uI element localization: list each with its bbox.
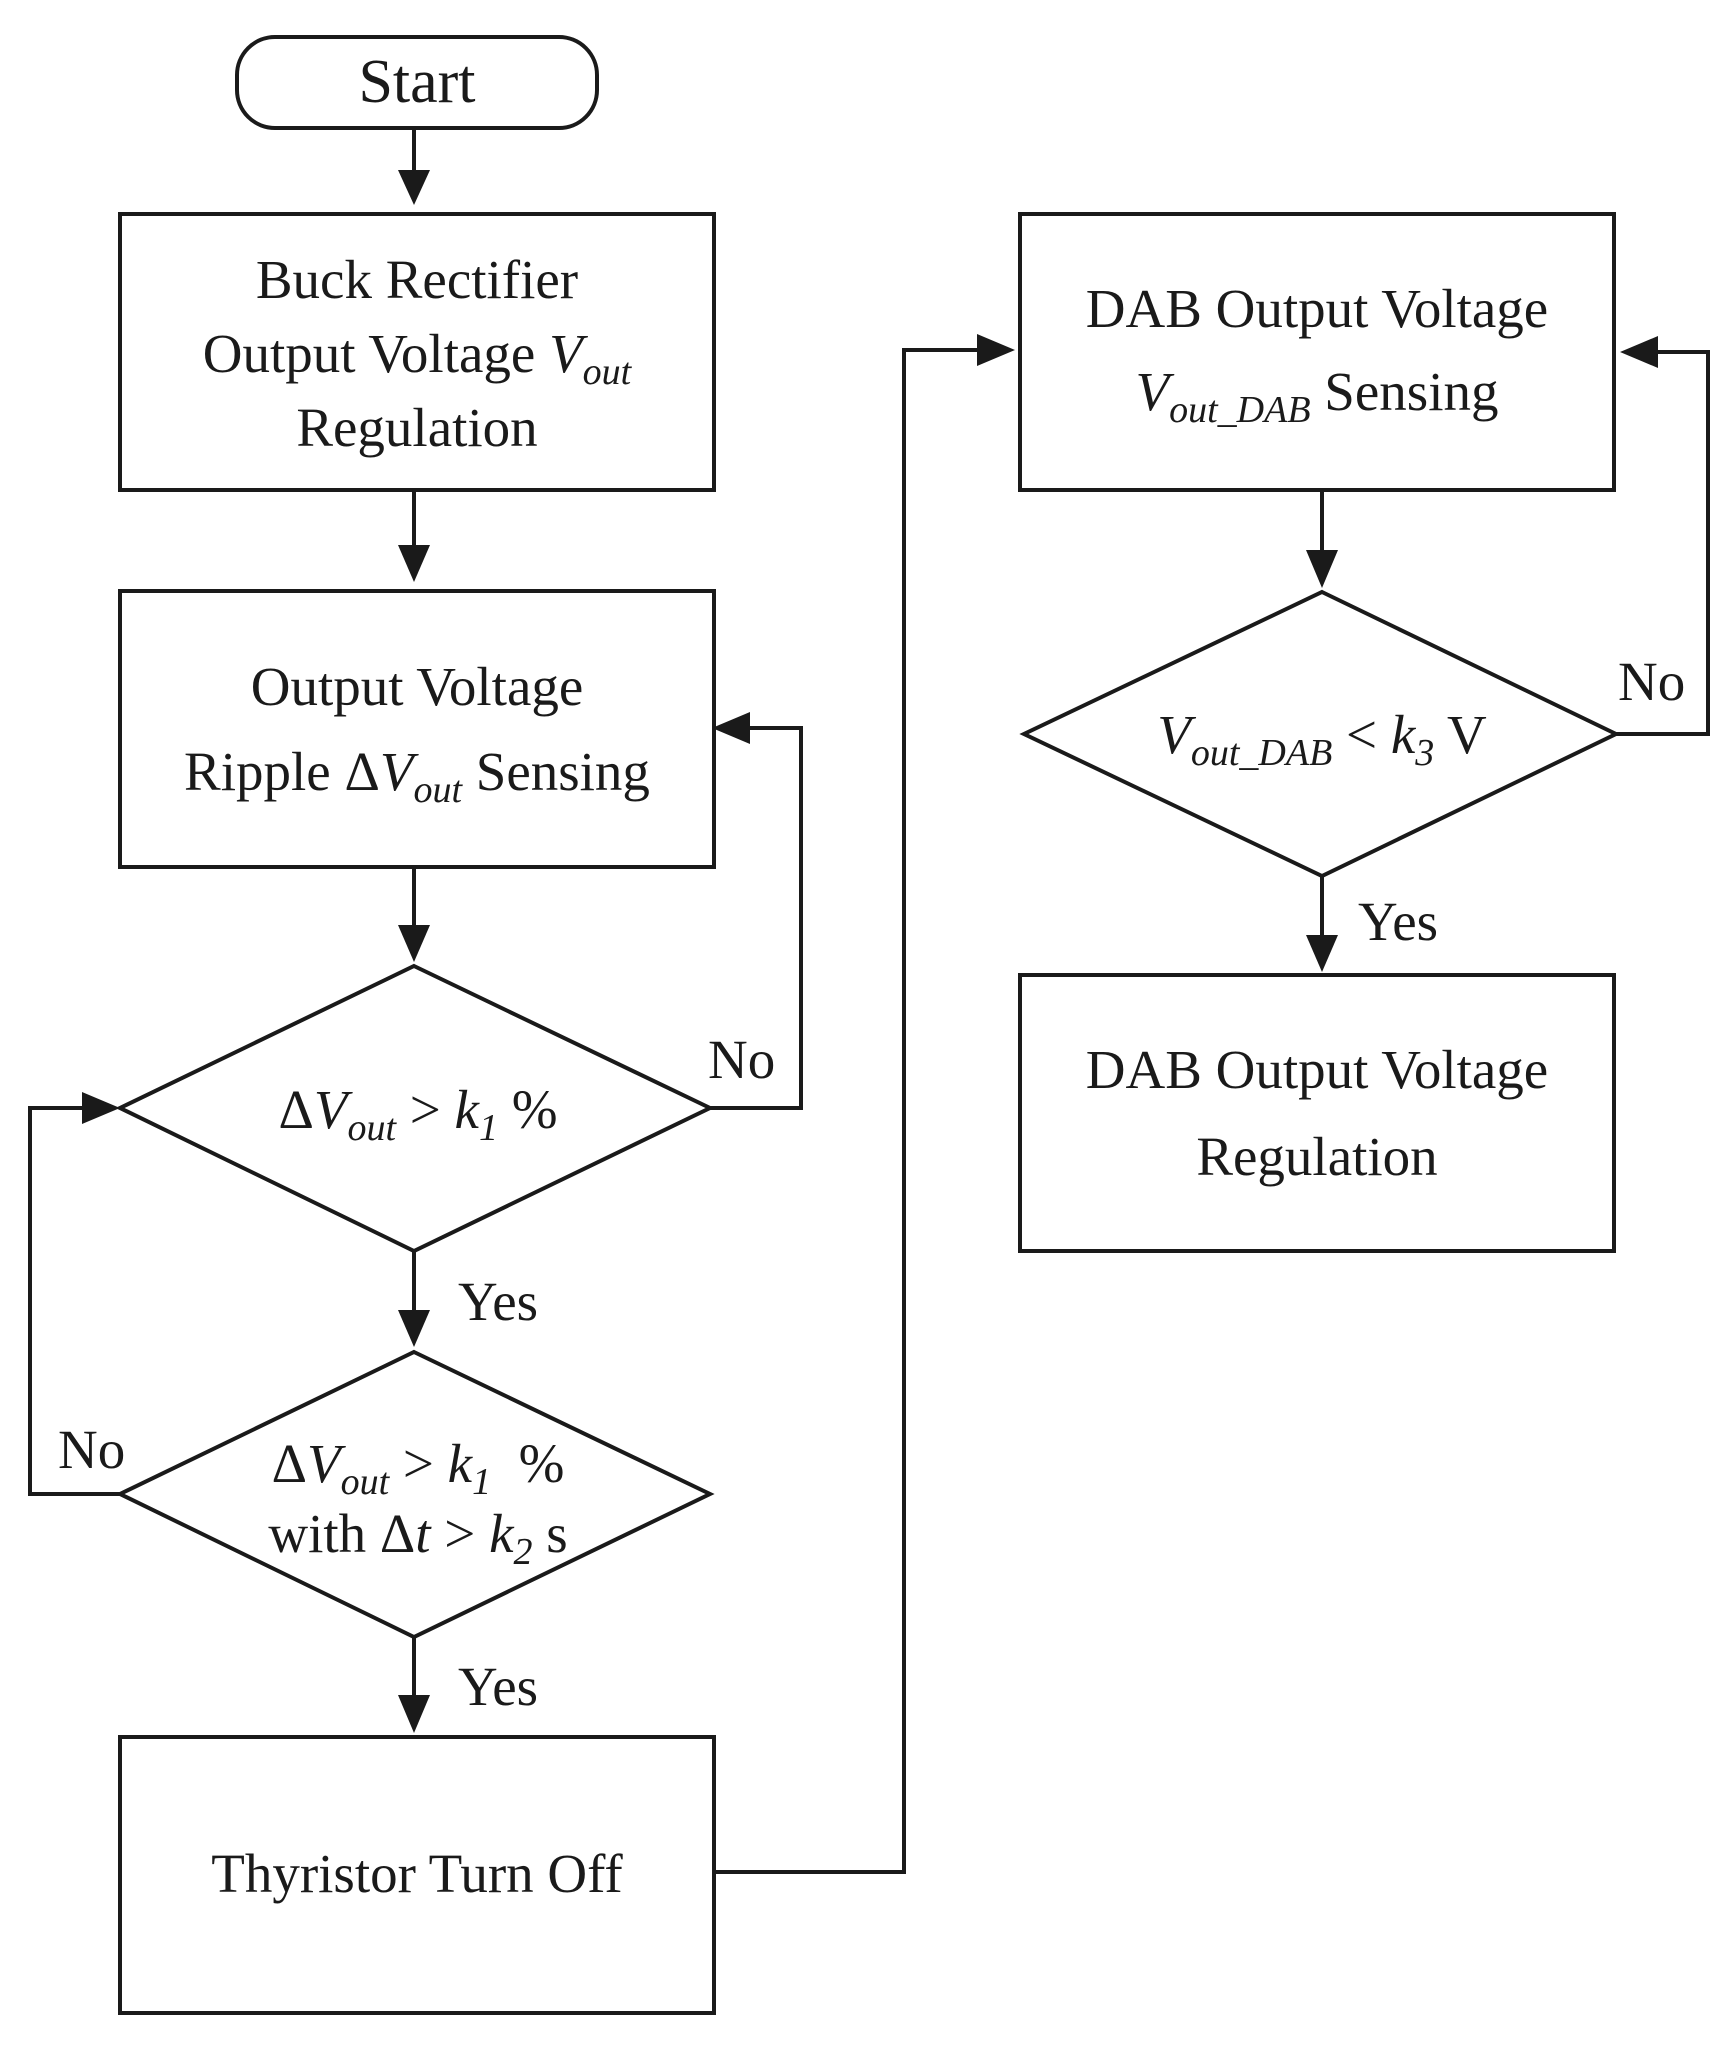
decision-ripple-time-no-label: No [58,1419,125,1480]
ripple-sensing-shape [118,589,716,869]
dab-regulation-shape [1018,973,1616,1253]
decision-ripple-k: k [455,1079,481,1140]
ripple-sensing-line2-var: V [380,741,419,802]
arrowhead-buck-to-ripple [398,545,430,582]
arrowhead-start-to-buck [398,170,430,205]
start-shape [235,35,599,130]
decision-ripple-no-label: No [708,1029,775,1090]
edge-thyristor-to-dab [714,348,985,1874]
thyristor-off-process: Thyristor Turn Off [118,1735,716,2015]
arrowhead-ripple-to-decision1 [398,925,430,962]
decision-dab-op: < [1332,704,1391,765]
decision-ripple-time-line1-delta: Δ [272,1433,307,1494]
ripple-sensing-line2: Ripple ΔVout Sensing [184,741,650,811]
decision-ripple-yes-label: Yes [458,1271,538,1332]
buck-rectifier-line2-prefix: Output Voltage [203,323,549,384]
ripple-sensing-line1: Output Voltage [251,656,584,717]
decision-ripple-time-yes-label: Yes [458,1656,538,1717]
decision-ripple: ΔVout > k1 % [115,963,715,1254]
decision-ripple-time-line1-k-sub: 1 [472,1461,491,1503]
arrowhead-decision1-yes [398,1310,430,1347]
ripple-sensing-line2-sub: out [413,769,463,811]
decision-ripple-sub: out [347,1107,397,1149]
decision-ripple-time-line2-op: > [431,1503,490,1564]
arrowhead-decision2-yes [398,1695,430,1733]
dab-sensing-line2-sub: out_DAB [1169,389,1310,431]
decision-ripple-time-line1: ΔVout > k1 % [272,1433,565,1503]
arrowhead-decision1-no [712,712,750,744]
decision-ripple-time-line2-k-sub: 2 [513,1531,532,1573]
buck-rectifier-line1: Buck Rectifier [256,249,578,310]
thyristor-off-label: Thyristor Turn Off [211,1843,623,1904]
ripple-sensing-line2-prefix: Ripple Δ [184,741,380,802]
arrowhead-decision3-no [1620,336,1658,368]
buck-rectifier-line3: Regulation [296,397,537,458]
ripple-sensing-line2-suffix: Sensing [462,741,650,802]
buck-rectifier-line2: Output Voltage Vout [203,323,633,393]
arrowhead-thyristor-to-dab [977,334,1015,366]
decision-dab-var: V [1157,704,1196,765]
decision-dab-label: Vout_DAB < k3 V [1157,704,1487,774]
decision-ripple-unit: % [498,1079,558,1140]
connectors [28,128,1710,1874]
dab-sensing-line2-suffix: Sensing [1311,361,1499,422]
decision-ripple-time-line1-op: > [389,1433,448,1494]
decision-ripple-op: > [396,1079,455,1140]
thyristor-off-shape [118,1735,716,2015]
dab-sensing-shape [1018,212,1616,492]
decision-dab-sub: out_DAB [1191,732,1332,774]
dab-sensing-line2: Vout_DAB Sensing [1136,361,1499,431]
dab-sensing-process: DAB Output Voltage Vout_DAB Sensing [1018,212,1616,492]
buck-rectifier-process: Buck Rectifier Output Voltage Vout Regul… [118,212,716,492]
dab-sensing-line1: DAB Output Voltage [1086,278,1548,339]
dab-sensing-line2-var: V [1136,361,1175,422]
decision-ripple-time-line1-sub: out [341,1461,391,1503]
decision-ripple-time-line1-var: V [307,1433,346,1494]
arrowhead-decision2-no [82,1092,120,1124]
decision-ripple-time-line2-prefix: with Δ [268,1503,415,1564]
decision-ripple-time-line2-unit: s [532,1503,567,1564]
decision-ripple-time-line2-t: t [415,1503,432,1564]
decision-ripple-label: ΔVout > k1 % [278,1079,557,1149]
decision-dab-no-label: No [1618,651,1685,712]
edge-decision2-no [28,1106,120,1496]
dab-regulation-line2: Regulation [1196,1126,1437,1187]
decision-dab-shape [1019,589,1621,879]
edge-decision3-no [1616,350,1710,736]
buck-rectifier-line2-sub: out [583,351,633,393]
buck-rectifier-shape [118,212,716,492]
decision-ripple-delta: Δ [278,1079,313,1140]
decision-ripple-var: V [314,1079,353,1140]
decision-ripple-k-sub: 1 [479,1107,498,1149]
ripple-sensing-process: Output Voltage Ripple ΔVout Sensing [118,589,716,869]
decision-dab-k-sub: 3 [1414,732,1434,774]
decision-dab-unit: V [1434,704,1487,765]
decision-ripple-time-shape [115,1349,715,1640]
decision-dab-yes-label: Yes [1358,891,1438,952]
decision-ripple-time-line2-k: k [489,1503,515,1564]
dab-regulation-line1: DAB Output Voltage [1086,1039,1548,1100]
decision-ripple-shape [115,963,715,1254]
decision-ripple-time: ΔVout > k1 % with Δt > k2 s [115,1349,715,1640]
start-terminator: Start [235,35,599,130]
decision-dab: Vout_DAB < k3 V [1019,589,1621,879]
buck-rectifier-line2-var: V [549,323,588,384]
start-label: Start [358,48,475,116]
arrowhead-dab-to-decision3 [1306,550,1338,588]
decision-ripple-time-line1-k: k [448,1433,474,1494]
decision-dab-k: k [1391,704,1417,765]
decision-ripple-time-line1-unit: % [491,1433,564,1494]
dab-regulation-process: DAB Output Voltage Regulation [1018,973,1616,1253]
decision-ripple-time-line2: with Δt > k2 s [268,1503,567,1573]
arrowhead-decision3-yes [1306,935,1338,972]
edge-decision1-no [710,726,803,1110]
